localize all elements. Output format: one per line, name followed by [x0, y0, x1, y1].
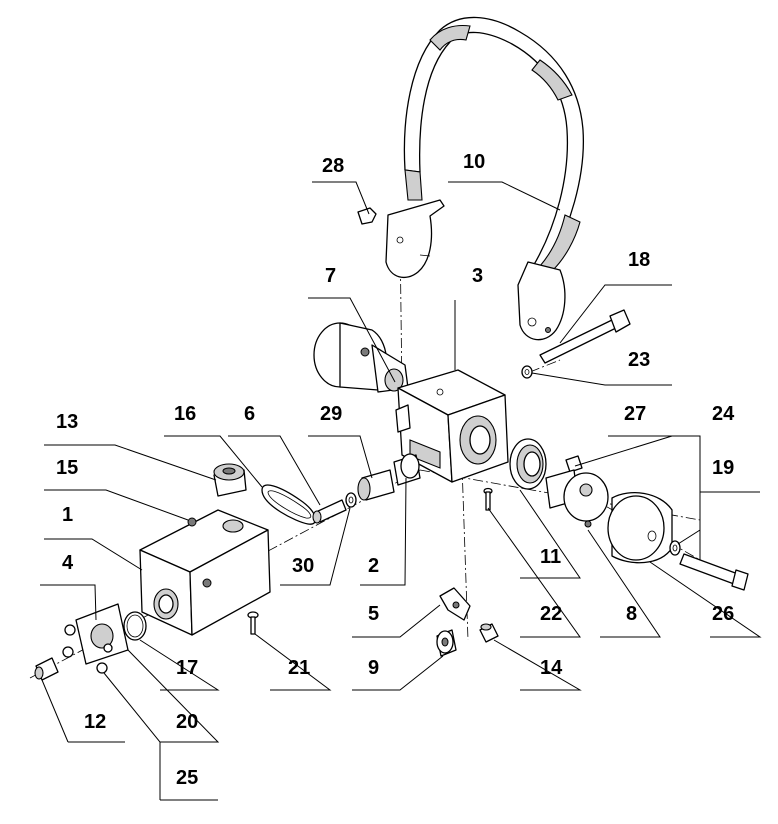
part-roller — [436, 629, 457, 657]
part-bearing — [509, 438, 547, 490]
callout-11: 11 — [540, 546, 561, 568]
part-housing — [395, 369, 509, 483]
part-pin — [479, 623, 499, 643]
part-long-bolt — [539, 309, 631, 364]
callout-26: 26 — [712, 603, 734, 625]
part-eccentric-hub — [545, 469, 609, 528]
callout-25: 25 — [176, 767, 198, 789]
part-piston — [357, 453, 421, 501]
callout-15: 15 — [56, 457, 78, 479]
part-valve — [312, 499, 347, 524]
callout-16: 16 — [174, 403, 196, 425]
callout-6: 6 — [244, 403, 255, 425]
part-counterweight — [607, 492, 673, 564]
part-fitting — [34, 657, 59, 681]
callout-7: 7 — [325, 265, 336, 287]
callout-10: 10 — [463, 151, 485, 173]
part-motor — [313, 322, 409, 393]
callout-14: 14 — [540, 657, 563, 679]
callout-18: 18 — [628, 249, 650, 271]
callout-30: 30 — [292, 555, 314, 577]
callout-20: 20 — [176, 711, 198, 733]
callout-9: 9 — [368, 657, 379, 679]
part-flange — [62, 603, 129, 674]
part-washer-23 — [521, 365, 533, 379]
callout-4: 4 — [62, 552, 74, 574]
part-pump-block — [139, 509, 271, 636]
callout-24: 24 — [712, 403, 735, 425]
part-oring-30 — [345, 492, 357, 508]
callout-12: 12 — [84, 711, 106, 733]
part-washer-24 — [669, 540, 681, 556]
part-cam-lever — [439, 587, 471, 621]
callout-27: 27 — [624, 403, 646, 425]
callout-28: 28 — [322, 155, 344, 177]
part-bolt-27 — [565, 455, 583, 473]
callout-23: 23 — [628, 349, 650, 371]
part-oring-17 — [123, 611, 147, 641]
part-handle-bar — [403, 16, 585, 341]
callout-5: 5 — [368, 603, 379, 625]
callout-13: 13 — [56, 411, 78, 433]
callout-3: 3 — [472, 265, 483, 287]
callout-1: 1 — [62, 504, 73, 526]
part-seal-16 — [261, 484, 317, 525]
callout-labels: 28 10 7 3 18 23 13 16 6 29 27 24 15 19 1… — [56, 151, 735, 789]
part-bolt-19 — [679, 553, 749, 591]
leader-lines — [40, 181, 762, 801]
callout-19: 19 — [712, 457, 734, 479]
part-bracket — [357, 199, 445, 279]
part-screw-22 — [483, 487, 493, 511]
callout-21: 21 — [288, 657, 310, 679]
part-filler-cap — [213, 463, 247, 497]
callout-17: 17 — [176, 657, 198, 679]
part-screw-21 — [247, 611, 259, 635]
callout-2: 2 — [368, 555, 379, 577]
callout-22: 22 — [540, 603, 562, 625]
callout-8: 8 — [626, 603, 637, 625]
callout-29: 29 — [320, 403, 342, 425]
